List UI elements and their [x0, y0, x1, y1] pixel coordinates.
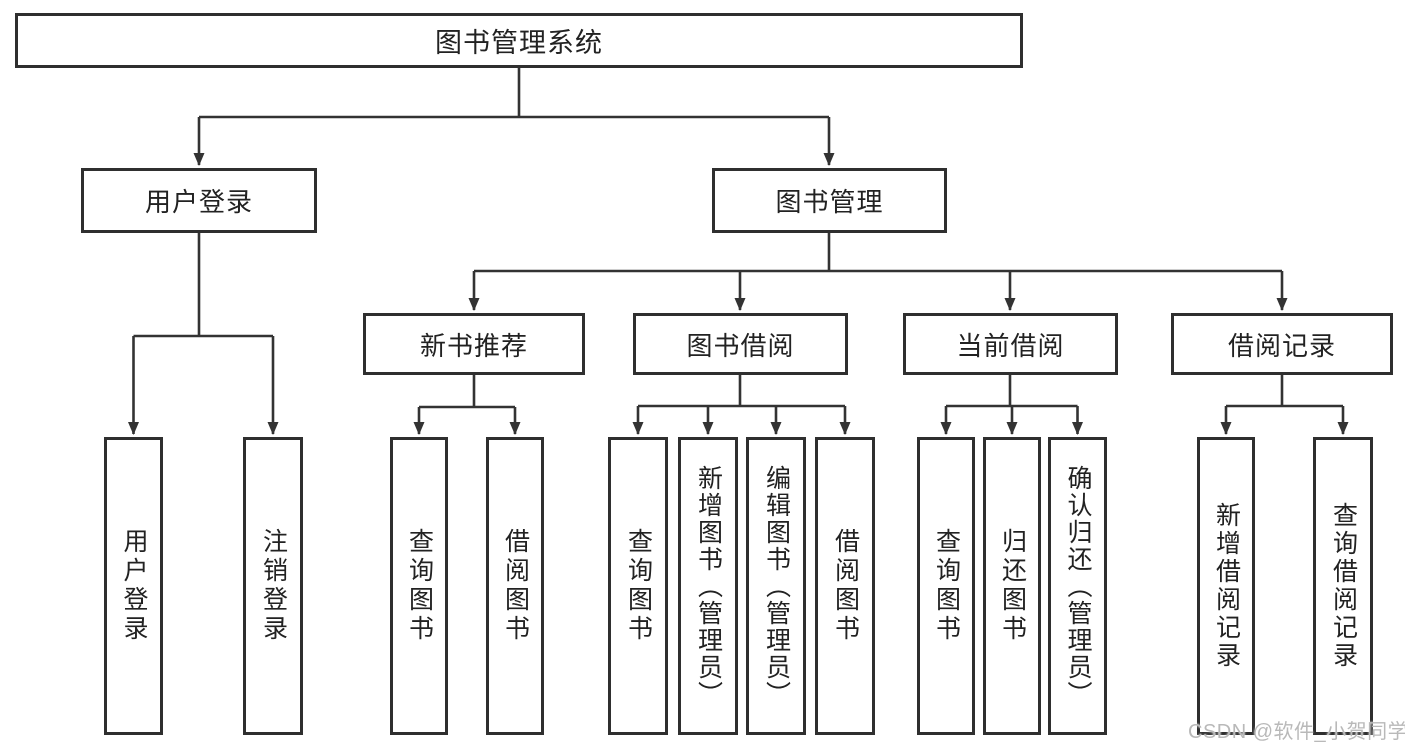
leaf-label: 查询图书 [932, 528, 961, 644]
borrow-records-connectors [1220, 375, 1349, 435]
node-label: 用户登录 [144, 187, 253, 217]
node-label: 借阅记录 [1227, 330, 1336, 361]
leaf-user-login: 用户登录 [104, 437, 163, 735]
leaf-label: 新增图书（管理员） [694, 464, 723, 708]
leaf-add-borrow-record: 新增借阅记录 [1197, 437, 1255, 735]
leaf-label: 查询图书 [624, 528, 653, 644]
leaf-borrow-books-rec: 借阅图书 [486, 437, 544, 735]
root-connectors [193, 68, 835, 166]
leaf-query-borrow-record: 查询借阅记录 [1313, 437, 1373, 735]
leaf-label: 借阅图书 [831, 528, 860, 644]
leaf-query-books-rec: 查询图书 [390, 437, 448, 735]
leaf-edit-books-admin: 编辑图书（管理员） [746, 437, 806, 735]
leaf-label: 借阅图书 [501, 528, 530, 644]
book-borrow-connectors [632, 375, 851, 435]
node-current-borrowing: 当前借阅 [903, 313, 1118, 375]
leaf-return-books: 归还图书 [983, 437, 1041, 735]
new-book-rec-connectors [413, 375, 521, 435]
node-book-management: 图书管理 [712, 168, 947, 233]
book-management-connectors [468, 233, 1288, 311]
node-borrowing-records: 借阅记录 [1171, 313, 1393, 375]
leaf-add-books-admin: 新增图书（管理员） [678, 437, 738, 735]
node-label: 新书推荐 [419, 330, 528, 361]
leaf-label: 查询借阅记录 [1329, 502, 1358, 670]
node-library-management-system: 图书管理系统 [15, 13, 1023, 68]
leaf-query-books-current: 查询图书 [917, 437, 975, 735]
leaf-label: 查询图书 [405, 528, 434, 644]
node-label: 当前借阅 [956, 330, 1065, 361]
node-label: 图书管理系统 [435, 28, 603, 58]
user-login-connectors [128, 233, 279, 435]
leaf-label: 确认归还（管理员） [1064, 464, 1092, 708]
leaf-label: 用户登录 [120, 528, 148, 644]
leaf-confirm-return-admin: 确认归还（管理员） [1048, 437, 1107, 735]
leaf-logout: 注销登录 [243, 437, 303, 735]
leaf-label: 编辑图书（管理员） [762, 464, 791, 708]
current-borrow-connectors [940, 375, 1083, 435]
leaf-borrow-books: 借阅图书 [815, 437, 875, 735]
node-new-book-recommendation: 新书推荐 [363, 313, 585, 375]
leaf-label: 注销登录 [259, 528, 288, 644]
leaf-query-books-borrow: 查询图书 [608, 437, 668, 735]
leaf-label: 归还图书 [998, 528, 1027, 644]
leaf-label: 新增借阅记录 [1212, 502, 1241, 670]
node-book-borrowing: 图书借阅 [633, 313, 848, 375]
node-label: 图书管理 [775, 187, 884, 217]
node-user-login: 用户登录 [81, 168, 317, 233]
csdn-watermark: CSDN @软件_小贺同学 [1188, 721, 1405, 743]
node-label: 图书借阅 [686, 330, 795, 361]
